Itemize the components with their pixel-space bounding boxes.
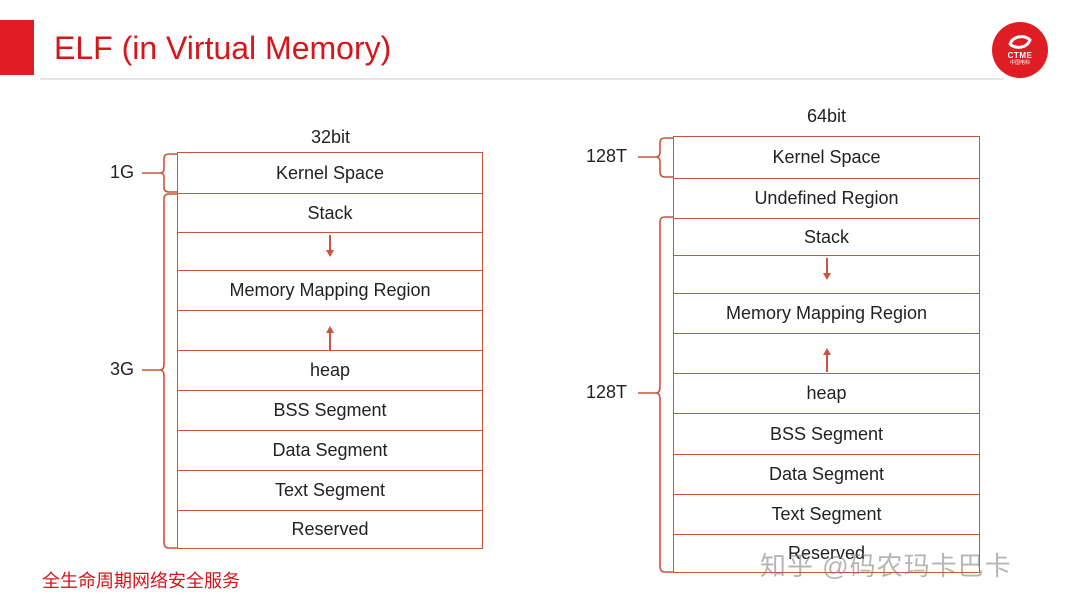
left-cell-stack-growth <box>178 232 482 270</box>
left-column-heading: 32bit <box>310 127 351 147</box>
right-cell-heap: heap <box>674 373 979 413</box>
left-brace-label-3g: 3G <box>110 359 135 379</box>
right-column-heading: 64bit <box>806 106 847 126</box>
left-cell-kernel-space: Kernel Space <box>275 162 385 183</box>
logo-text: CTME <box>1007 50 1033 60</box>
right-cell-stack: Stack <box>674 218 979 255</box>
left-brace-1g <box>142 153 177 193</box>
right-cell-data-segment: Data Segment <box>674 454 979 494</box>
title-divider <box>40 78 1004 80</box>
right-cell-kernel-space: Kernel Space <box>772 147 881 167</box>
left-cell-heap-growth <box>178 310 482 350</box>
logo-subtext: 中国电科 <box>1009 59 1030 66</box>
right-cell-stack-growth <box>674 255 979 293</box>
right-brace-label-kernel: 128T <box>586 146 628 166</box>
right-cell-bss-segment: BSS Segment <box>674 413 979 454</box>
right-cell-text-segment: Text Segment <box>674 494 979 534</box>
left-cell-stack: Stack <box>178 193 482 232</box>
logo-swirl-icon <box>1008 34 1032 49</box>
right-brace-label-user: 128T <box>586 382 628 402</box>
right-brace-kernel <box>638 137 673 178</box>
left-cell-memory-mapping: Memory Mapping Region <box>178 270 482 310</box>
left-memory-stack: Kernel Space Stack Memory Mapping Region… <box>177 152 483 549</box>
slide-footer: 全生命周期网络安全服务 <box>42 571 240 591</box>
right-cell-reserved: Reserved <box>674 534 979 571</box>
right-brace-user <box>638 216 673 573</box>
left-cell-data-segment: Data Segment <box>178 430 482 470</box>
watermark: 知乎 @码农玛卡巴卡 <box>760 551 1012 581</box>
right-cell-heap-growth <box>674 333 979 373</box>
title-accent-bar <box>0 20 34 75</box>
right-cell-undefined-region: Undefined Region <box>674 178 979 218</box>
left-cell-text-segment: Text Segment <box>178 470 482 510</box>
left-brace-label-1g: 1G <box>110 162 135 182</box>
ctme-logo: CTME 中国电科 <box>992 22 1048 78</box>
right-memory-stack: Kernel Space Undefined Region Stack Memo… <box>673 136 980 573</box>
left-brace-3g <box>142 193 177 549</box>
left-cell-reserved: Reserved <box>178 510 482 547</box>
right-cell-memory-mapping: Memory Mapping Region <box>674 293 979 333</box>
left-cell-heap: heap <box>178 350 482 390</box>
left-cell-bss-segment: BSS Segment <box>178 390 482 430</box>
slide-title: ELF (in Virtual Memory) <box>54 30 392 66</box>
